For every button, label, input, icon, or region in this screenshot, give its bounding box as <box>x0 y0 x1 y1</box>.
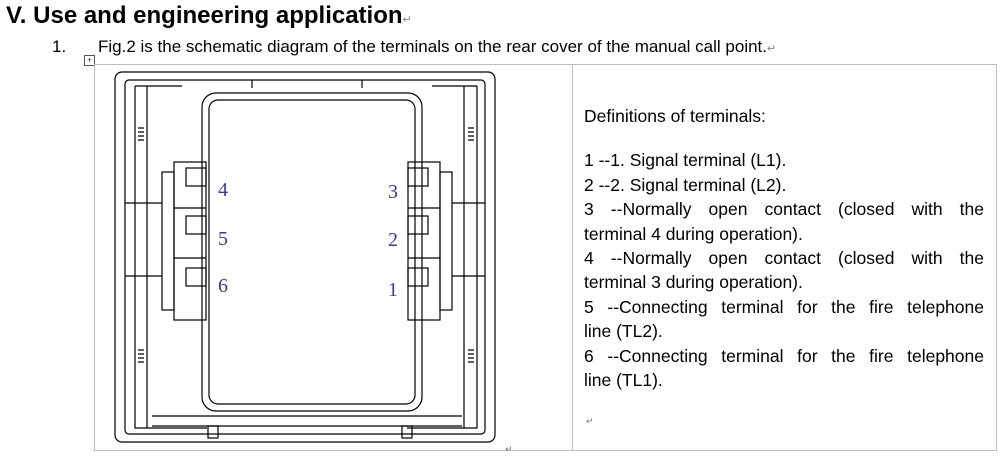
terminal-label-5: 5 <box>218 228 228 250</box>
right-frame <box>407 85 478 429</box>
definition-line: 1 --1. Signal terminal (L1). <box>584 150 787 171</box>
paragraph-mark-icon: ↵ <box>586 416 594 426</box>
definition-line: 5 --Connecting terminal for the fire tel… <box>584 296 984 317</box>
section-heading: V. Use and engineering application↵ <box>6 2 412 29</box>
definition-line: terminal 4 during operation). <box>584 223 803 244</box>
left-frame <box>134 85 207 429</box>
paragraph-mark-icon: ↵ <box>505 444 513 454</box>
terminal-diagram: 4 5 6 3 2 1 <box>114 71 496 443</box>
cover-outer <box>114 71 496 443</box>
terminal-label-2: 2 <box>388 229 398 251</box>
terminal-label-1: 1 <box>388 279 398 301</box>
table-move-handle-icon[interactable]: + <box>84 55 95 66</box>
definition-line: 2 --2. Signal terminal (L2). <box>584 174 787 195</box>
figure-table <box>94 64 997 451</box>
definition-line: 4 --Normally open contact (closed with t… <box>584 248 984 269</box>
definition-line: line (TL2). <box>584 321 663 342</box>
bottom-rails <box>152 415 462 427</box>
terminal-label-4: 4 <box>218 179 228 201</box>
terminal-label-6: 6 <box>218 275 228 297</box>
center-board-outer <box>201 92 423 412</box>
center-board-inner <box>208 99 416 405</box>
list-item: 1. Fig.2 is the schematic diagram of the … <box>52 37 777 56</box>
terminal-label-3: 3 <box>388 181 398 203</box>
definition-line: line (TL1). <box>584 370 663 391</box>
table-cell-divider <box>572 64 573 451</box>
definition-line: 3 --Normally open contact (closed with t… <box>584 199 984 220</box>
list-number: 1. <box>52 37 67 56</box>
definition-line: 6 --Connecting terminal for the fire tel… <box>584 345 984 366</box>
definition-line: terminal 3 during operation). <box>584 272 803 293</box>
list-text: Fig.2 is the schematic diagram of the te… <box>98 37 767 56</box>
cover-inner <box>124 79 486 435</box>
terminal-definitions: Definitions of terminals: 1 --1. Signal … <box>584 104 984 392</box>
definitions-title: Definitions of terminals: <box>584 106 766 126</box>
